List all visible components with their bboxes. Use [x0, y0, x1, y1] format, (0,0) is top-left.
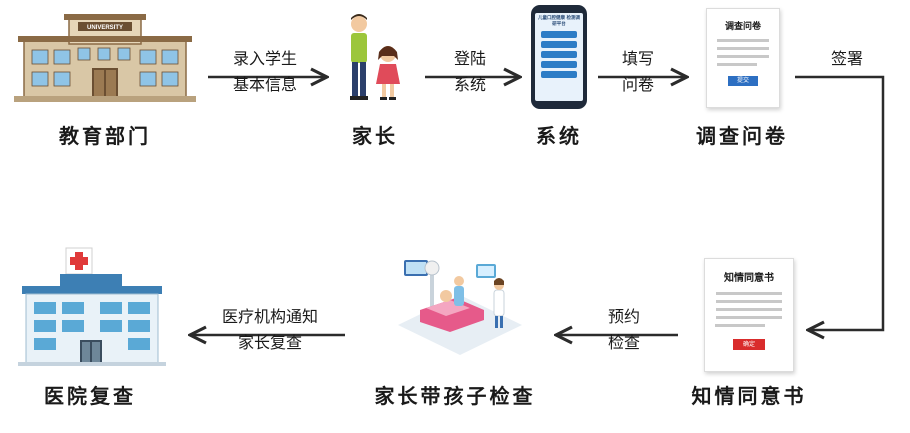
school-building-icon: UNIVERSITY: [14, 14, 196, 102]
edge-label-register: 录入学生 基本信息: [215, 46, 315, 98]
edge-label-sign: 签署: [820, 46, 874, 72]
consent-form-document-icon: 知情同意书 确定: [704, 258, 794, 372]
parent-child-icon: [350, 14, 400, 100]
questionnaire-doc-title: 调查问卷: [724, 22, 761, 32]
node-label-system: 系统: [536, 124, 582, 148]
phone-menu-button: [541, 61, 577, 68]
phone-icon: 儿童口腔健康 检测调研平台: [531, 5, 587, 109]
edge-label-line: 家长复查: [237, 333, 302, 352]
edge-label-line: 签署: [830, 49, 863, 68]
node-label-parents: 家长: [352, 124, 398, 148]
hospital-building-icon: [18, 247, 166, 366]
node-label-questionnaire: 调查问卷: [696, 124, 788, 148]
node-label-checkup: 家长带孩子检查: [374, 384, 536, 408]
node-label-hospital: 医院复查: [44, 384, 136, 408]
edge-label-line: 基本信息: [232, 75, 297, 94]
edge-label-line: 问卷: [621, 75, 654, 94]
school-sign: UNIVERSITY: [87, 25, 123, 31]
phone-menu-button: [541, 51, 577, 58]
consent-doc-title: 知情同意书: [724, 273, 774, 284]
edge-label-fill-questionnaire: 填写 问卷: [602, 46, 674, 98]
consent-confirm-button: 确定: [733, 339, 765, 350]
node-label-education-dept: 教育部门: [59, 124, 151, 148]
edge-label-appointment: 预约 检查: [578, 304, 670, 356]
edge-label-line: 填写: [621, 49, 654, 68]
phone-screen: 儿童口腔健康 检测调研平台: [535, 13, 583, 101]
edge-label-line: 登陆: [453, 49, 486, 68]
edge-label-line: 系统: [453, 75, 486, 94]
edge-label-line: 检查: [607, 333, 640, 352]
edge-label-notify: 医疗机构通知 家长复查: [205, 304, 335, 356]
phone-menu-button: [541, 41, 577, 48]
questionnaire-document-icon: 调查问卷 提交: [706, 8, 780, 108]
node-label-consent-form: 知情同意书: [691, 384, 807, 408]
edge-label-line: 录入学生: [232, 49, 297, 68]
phone-title: 儿童口腔健康 检测调研平台: [537, 16, 581, 27]
edge-label-login: 登陆 系统: [430, 46, 510, 98]
phone-menu-button: [541, 31, 577, 38]
arrow-questionnaire-to-consent: [795, 75, 885, 330]
edge-label-line: 预约: [607, 307, 640, 326]
dental-clinic-icon: [398, 260, 522, 355]
edge-label-line: 医疗机构通知: [221, 307, 318, 326]
questionnaire-submit-button: 提交: [728, 76, 758, 86]
phone-menu-button: [541, 71, 577, 78]
